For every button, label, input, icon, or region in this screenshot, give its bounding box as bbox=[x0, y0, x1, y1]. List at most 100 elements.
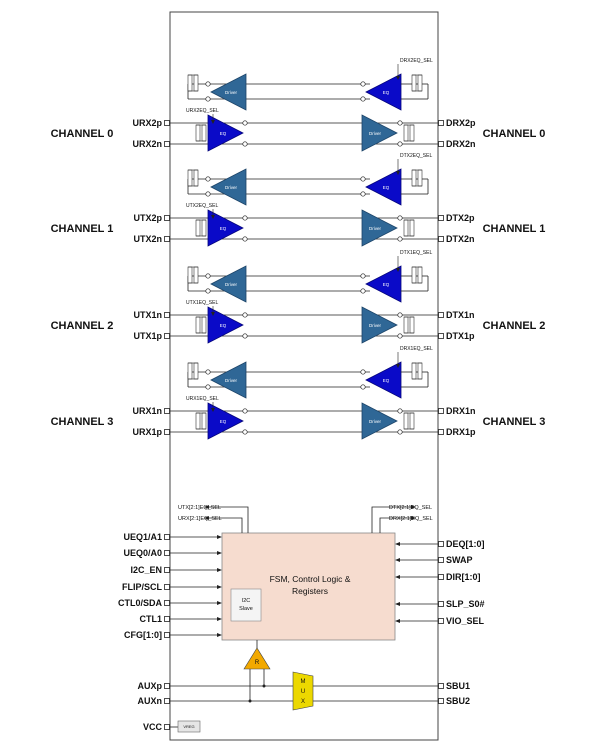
pin-left-p: URX2p bbox=[132, 118, 162, 128]
pin-right-p: DTX2p bbox=[446, 213, 475, 223]
eq-sel-bottom-label: URX1EQ_SEL bbox=[186, 396, 219, 402]
eq-amp-bottom bbox=[207, 402, 244, 440]
driver-label: Driver bbox=[225, 90, 238, 95]
drx-sel-label: DRX[2:1]EQ_SEL bbox=[389, 516, 433, 522]
control-pin-right: DIR[1:0] bbox=[446, 572, 481, 582]
aux-n-pin: AUXn bbox=[138, 696, 163, 706]
driver-amp-bottom bbox=[361, 306, 398, 344]
pin-left-n: UTX1p bbox=[133, 331, 162, 341]
eq-label: EQ bbox=[383, 90, 390, 95]
driver-amp-bottom bbox=[361, 114, 398, 152]
control-block: FSM, Control Logic & Registers I2C Slave… bbox=[178, 505, 433, 641]
fsm-label-1: FSM, Control Logic & bbox=[270, 574, 351, 584]
pin-left-n: URX1p bbox=[132, 427, 162, 437]
channel-label-right: CHANNEL 0 bbox=[483, 128, 546, 140]
eq-sel-top-label: DRX2EQ_SEL bbox=[400, 58, 433, 64]
driver-amp-bottom bbox=[361, 209, 398, 247]
eq-sel-top-label: DRX1EQ_SEL bbox=[400, 346, 433, 352]
eq-sel-top-label: DTX1EQ_SEL bbox=[400, 250, 432, 256]
sbu1-pin: SBU1 bbox=[446, 681, 470, 691]
channel-label-right: CHANNEL 3 bbox=[483, 416, 546, 428]
dtx-sel-label: DTX[2:1]EQ_SEL bbox=[389, 505, 432, 511]
sbu2-pin: SBU2 bbox=[446, 696, 470, 706]
eq-amp-bottom bbox=[207, 209, 244, 247]
pin-right-p: DRX1n bbox=[446, 406, 476, 416]
channel-label-left: CHANNEL 0 bbox=[51, 128, 114, 140]
fsm-block bbox=[221, 532, 396, 641]
control-pin-left: FLIP/SCL bbox=[122, 582, 163, 592]
control-pin-left: CFG[1:0] bbox=[124, 630, 162, 640]
control-pin-left: CTL1 bbox=[140, 614, 163, 624]
eq-amp-top bbox=[365, 361, 402, 399]
channel-label-left: CHANNEL 2 bbox=[51, 320, 114, 332]
i2c-label-1: I2C bbox=[242, 598, 251, 604]
pin-right-n: DRX2n bbox=[446, 139, 476, 149]
driver-label: Driver bbox=[369, 323, 382, 328]
driver-label: Driver bbox=[369, 226, 382, 231]
eq-sel-bottom-label: URX2EQ_SEL bbox=[186, 108, 219, 114]
control-pin-right: VIO_SEL bbox=[446, 616, 485, 626]
channel-label-left: CHANNEL 1 bbox=[51, 223, 114, 235]
comparator-label: R bbox=[255, 660, 260, 666]
pin-right-n: DTX1p bbox=[446, 331, 475, 341]
eq-sel-bottom-label: UTX2EQ_SEL bbox=[186, 203, 218, 209]
control-pin-left: UEQ0/A0 bbox=[123, 548, 162, 558]
urx-sel-label: URX[2:1]EQ_SEL bbox=[178, 516, 222, 522]
i2c-label-2: Slave bbox=[239, 606, 253, 612]
pin-right-n: DTX2n bbox=[446, 234, 475, 244]
eq-label: EQ bbox=[383, 378, 390, 383]
eq-label: EQ bbox=[220, 131, 227, 136]
pin-left-p: UTX2p bbox=[133, 213, 162, 223]
driver-amp-bottom bbox=[361, 402, 398, 440]
eq-amp-bottom bbox=[207, 114, 244, 152]
driver-amp-top bbox=[210, 265, 247, 303]
driver-label: Driver bbox=[369, 131, 382, 136]
control-pin-right: SWAP bbox=[446, 555, 473, 565]
driver-label: Driver bbox=[225, 282, 238, 287]
eq-label: EQ bbox=[220, 226, 227, 231]
driver-label: Driver bbox=[369, 419, 382, 424]
aux-section: R M U X AUXp AUXn SBU1 SBU2 VCC VREG bbox=[138, 640, 470, 733]
driver-label: Driver bbox=[225, 378, 238, 383]
eq-sel-top-label: DTX2EQ_SEL bbox=[400, 153, 432, 159]
eq-amp-top bbox=[365, 168, 402, 206]
eq-sel-bottom-label: UTX1EQ_SEL bbox=[186, 300, 218, 306]
control-pin-left: I2C_EN bbox=[130, 565, 162, 575]
pin-left-n: URX2n bbox=[132, 139, 162, 149]
i2c-slave-block bbox=[230, 588, 262, 622]
driver-amp-top bbox=[210, 168, 247, 206]
mux-letter-m: M bbox=[301, 679, 306, 685]
control-pin-left: UEQ1/A1 bbox=[123, 532, 162, 542]
eq-label: EQ bbox=[220, 323, 227, 328]
vreg-block bbox=[177, 720, 201, 733]
driver-amp-top bbox=[210, 73, 247, 111]
aux-comparator bbox=[243, 647, 271, 670]
mux-letter-x: X bbox=[301, 699, 305, 705]
eq-label: EQ bbox=[220, 419, 227, 424]
aux-mux bbox=[292, 671, 314, 711]
mux-letter-u: U bbox=[301, 689, 305, 695]
aux-p-pin: AUXp bbox=[138, 681, 163, 691]
control-pin-right: DEQ[1:0] bbox=[446, 539, 485, 549]
driver-amp-top bbox=[210, 361, 247, 399]
channel-label-right: CHANNEL 2 bbox=[483, 320, 546, 332]
control-pin-left: CTL0/SDA bbox=[118, 598, 163, 608]
control-pin-right: SLP_S0# bbox=[446, 599, 485, 609]
channel-label-left: CHANNEL 3 bbox=[51, 416, 114, 428]
utx-sel-label: UTX[2:1]EQ_SEL bbox=[178, 505, 221, 511]
vreg-label: VREG bbox=[183, 724, 194, 729]
pin-left-p: URX1n bbox=[132, 406, 162, 416]
vcc-pin: VCC bbox=[143, 722, 163, 732]
pin-left-p: UTX1n bbox=[133, 310, 162, 320]
eq-amp-top bbox=[365, 265, 402, 303]
eq-label: EQ bbox=[383, 282, 390, 287]
driver-label: Driver bbox=[225, 185, 238, 190]
pin-right-p: DRX2p bbox=[446, 118, 476, 128]
channel-label-right: CHANNEL 1 bbox=[483, 223, 546, 235]
eq-label: EQ bbox=[383, 185, 390, 190]
